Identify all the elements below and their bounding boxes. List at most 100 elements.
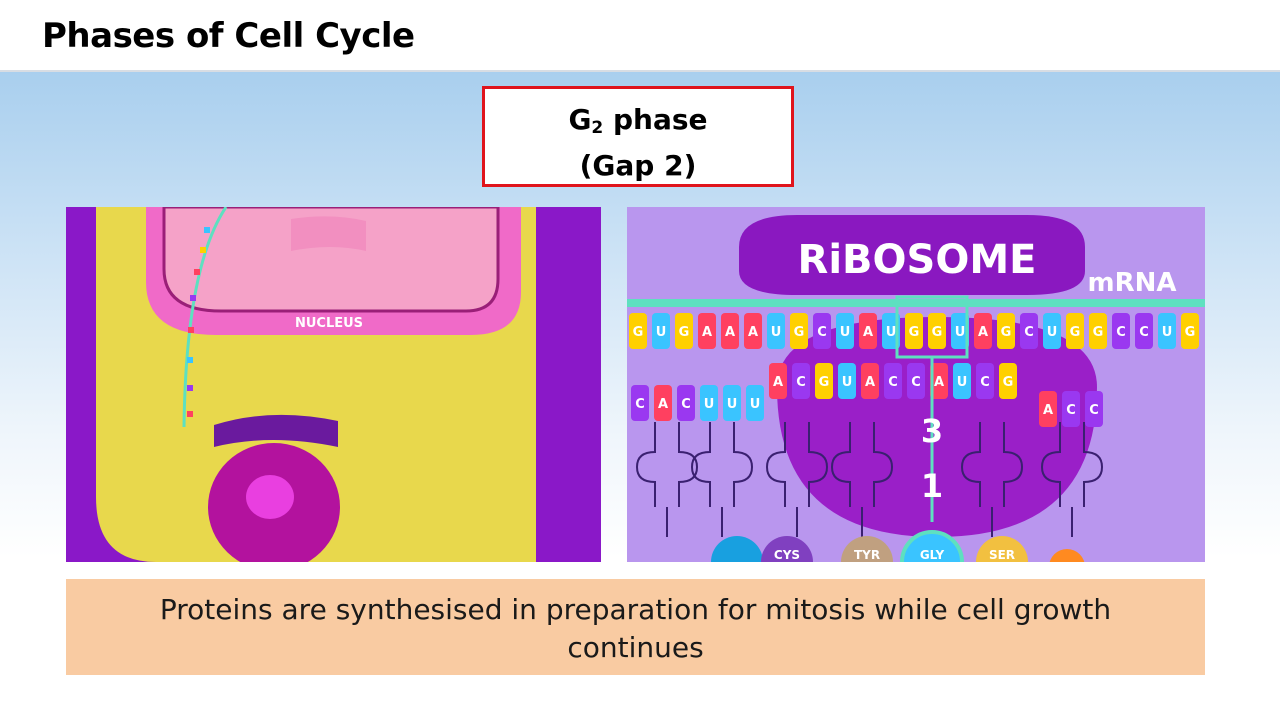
codon-tile: [1181, 313, 1199, 349]
anticodon-letter: C: [980, 375, 990, 390]
amino-acid-tyr: [841, 536, 893, 562]
anticodon-left-tile: [700, 385, 718, 421]
mrna-strand: [182, 207, 228, 428]
vesicle-highlight: [246, 475, 294, 519]
codon-tile: [721, 313, 739, 349]
amino-acid-gly: [900, 530, 964, 562]
anticodon-left-letter: A: [658, 397, 668, 412]
codon-letter: U: [656, 325, 667, 340]
codon-tile: [1112, 313, 1130, 349]
phase-letter: G: [568, 103, 592, 136]
anticodon-tile: [815, 363, 833, 399]
anticodon-tile: [838, 363, 856, 399]
codon-tile: [1089, 313, 1107, 349]
codon-letter: G: [909, 325, 920, 340]
amino-label-cys: CYS: [774, 548, 800, 562]
ribosome-large-subunit: [739, 215, 1085, 295]
phase-name: G2 phase: [485, 101, 791, 147]
codon-letter: G: [1185, 325, 1196, 340]
nucleus-interior: [162, 207, 500, 313]
amino-acid-cys: [761, 536, 813, 562]
codon-tile: [1066, 313, 1084, 349]
codon-tile: [928, 313, 946, 349]
anticodon-left-tile: [723, 385, 741, 421]
anticodon-right-tile: [1085, 391, 1103, 427]
mrna-backbone: [627, 299, 1205, 307]
anticodon-letter: U: [957, 375, 968, 390]
nucleolus: [291, 216, 366, 251]
codon-tile: [698, 313, 716, 349]
amino-label-ser: SER: [989, 548, 1015, 562]
codon-letter: G: [1093, 325, 1104, 340]
codon-letter: G: [1070, 325, 1081, 340]
anticodon-letter: C: [911, 375, 921, 390]
anticodon-letter: U: [842, 375, 853, 390]
anticodon-tile: [861, 363, 879, 399]
phase-subscript: 2: [591, 118, 604, 138]
codon-letter: C: [1139, 325, 1149, 340]
codon-tile: [1135, 313, 1153, 349]
anticodon-right-tile: [1039, 391, 1057, 427]
anticodon-left-letter: U: [727, 397, 738, 412]
codon-tile: [629, 313, 647, 349]
caption-line-2: continues: [567, 631, 704, 664]
codon-tile: [790, 313, 808, 349]
codon-tile: [905, 313, 923, 349]
trna-stem-loop: [635, 422, 699, 537]
anticodon-right-letter: A: [1043, 403, 1053, 418]
codon-letter: U: [1047, 325, 1058, 340]
trna-stem-loop: [765, 422, 829, 537]
codon-tile: [859, 313, 877, 349]
anticodon-tile: [884, 363, 902, 399]
anticodon-right-letter: C: [1066, 403, 1076, 418]
codon-letter: U: [771, 325, 782, 340]
anticodon-right-letter: C: [1089, 403, 1099, 418]
cell-svg: NUCLEUS: [96, 207, 536, 562]
amino-label-gly: GLY: [920, 548, 945, 562]
codon-tile: [1158, 313, 1176, 349]
anticodon-left-letter: U: [704, 397, 715, 412]
anticodon-left-tile: [631, 385, 649, 421]
codon-tile: [744, 313, 762, 349]
codon-letter: G: [794, 325, 805, 340]
anticodon-letter: A: [773, 375, 783, 390]
codon-tile: [652, 313, 670, 349]
vesicle-cap: [214, 414, 338, 447]
codon-tile: [997, 313, 1015, 349]
amino-acid-orange: [1049, 549, 1085, 562]
anticodon-left-letter: U: [750, 397, 761, 412]
anticodon-tile: [999, 363, 1017, 399]
header-bar: Phases of Cell Cycle: [0, 0, 1280, 72]
amino-label-tyr: TYR: [854, 548, 880, 562]
phase-title-box: G2 phase (Gap 2): [482, 86, 794, 187]
anticodon-letter: C: [796, 375, 806, 390]
codon-letter: C: [1024, 325, 1034, 340]
phase-gap-label: (Gap 2): [579, 149, 697, 182]
codon-tile: [951, 313, 969, 349]
anticodon-tile: [792, 363, 810, 399]
ribosome-dots: [187, 227, 210, 417]
anticodon-left-tile: [654, 385, 672, 421]
anticodon-left-tile: [746, 385, 764, 421]
codon-tile: [1020, 313, 1038, 349]
anticodon-tile: [976, 363, 994, 399]
codon-letter: A: [748, 325, 758, 340]
caption-box: Proteins are synthesised in preparation …: [66, 579, 1205, 675]
codon-tile: [675, 313, 693, 349]
codon-tile: [767, 313, 785, 349]
number-one: 1: [921, 467, 943, 505]
slide-title: Phases of Cell Cycle: [42, 16, 415, 56]
anticodon-letter: A: [865, 375, 875, 390]
trna-stem-loop: [1040, 422, 1104, 537]
amino-acid-ser: [976, 536, 1028, 562]
anticodon-letter: C: [888, 375, 898, 390]
anticodon-letter: A: [934, 375, 944, 390]
codon-tile: [813, 313, 831, 349]
anticodon-tile: [930, 363, 948, 399]
codon-letter: A: [863, 325, 873, 340]
